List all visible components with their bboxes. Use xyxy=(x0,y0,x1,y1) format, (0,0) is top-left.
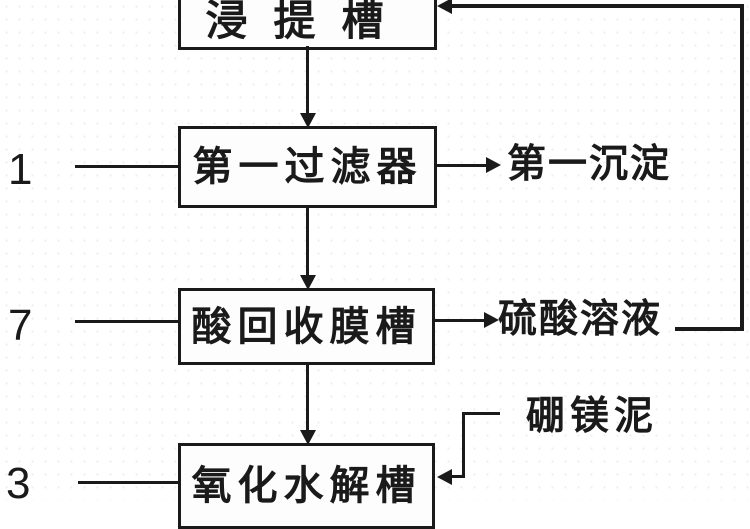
box-leaching-tank-label: 浸提槽 xyxy=(205,0,410,45)
connector-boron-mud-arrowhead xyxy=(437,469,452,485)
label-boron-magnesium-mud: 硼镁泥 xyxy=(526,395,659,438)
connector-boron-mud-vertical-segment xyxy=(462,412,465,478)
box-first-filter: 第一过滤器 xyxy=(178,126,437,208)
connector-boron-mud-top-segment xyxy=(463,412,500,415)
arrow-membrane-to-sulfuric-acid-head xyxy=(484,312,499,328)
box-oxidation-hydrolysis-tank: 氧化水解槽 xyxy=(178,443,435,529)
box-first-filter-label: 第一过滤器 xyxy=(192,144,423,189)
arrow-filter-to-membrane-line xyxy=(306,208,309,276)
recycle-line-top-segment xyxy=(448,4,744,8)
arrow-filter-to-precipitate-line xyxy=(437,164,487,167)
connector-boron-mud-bottom-segment xyxy=(450,475,465,478)
arrow-leaching-to-filter-line xyxy=(306,46,309,116)
box-leaching-tank: 浸提槽 xyxy=(178,0,437,50)
arrow-filter-to-precipitate-head xyxy=(486,157,501,173)
box-acid-recovery-membrane-tank-label: 酸回收膜槽 xyxy=(191,303,422,349)
arrow-membrane-to-sulfuric-acid-line xyxy=(435,319,485,322)
ref-number-1: 1 xyxy=(8,145,33,194)
leader-line-ref-7 xyxy=(75,320,181,323)
arrow-membrane-to-hydrolysis-head xyxy=(300,430,316,445)
arrow-leaching-to-filter-head xyxy=(300,113,316,128)
arrow-filter-to-membrane-head xyxy=(300,275,316,290)
recycle-line-bottom-segment xyxy=(675,327,744,331)
ref-number-3: 3 xyxy=(6,459,31,508)
recycle-line-arrowhead xyxy=(437,0,452,14)
label-first-precipitate: 第一沉淀 xyxy=(507,143,672,186)
leader-line-ref-3 xyxy=(78,481,181,484)
ref-number-7: 7 xyxy=(8,301,33,350)
box-acid-recovery-membrane-tank: 酸回收膜槽 xyxy=(178,288,435,365)
recycle-line-right-segment xyxy=(740,4,744,331)
box-oxidation-hydrolysis-tank-label: 氧化水解槽 xyxy=(191,463,422,508)
leader-line-ref-1 xyxy=(75,165,181,168)
label-sulfuric-acid-solution: 硫酸溶液 xyxy=(498,298,663,341)
arrow-membrane-to-hydrolysis-line xyxy=(306,365,309,431)
